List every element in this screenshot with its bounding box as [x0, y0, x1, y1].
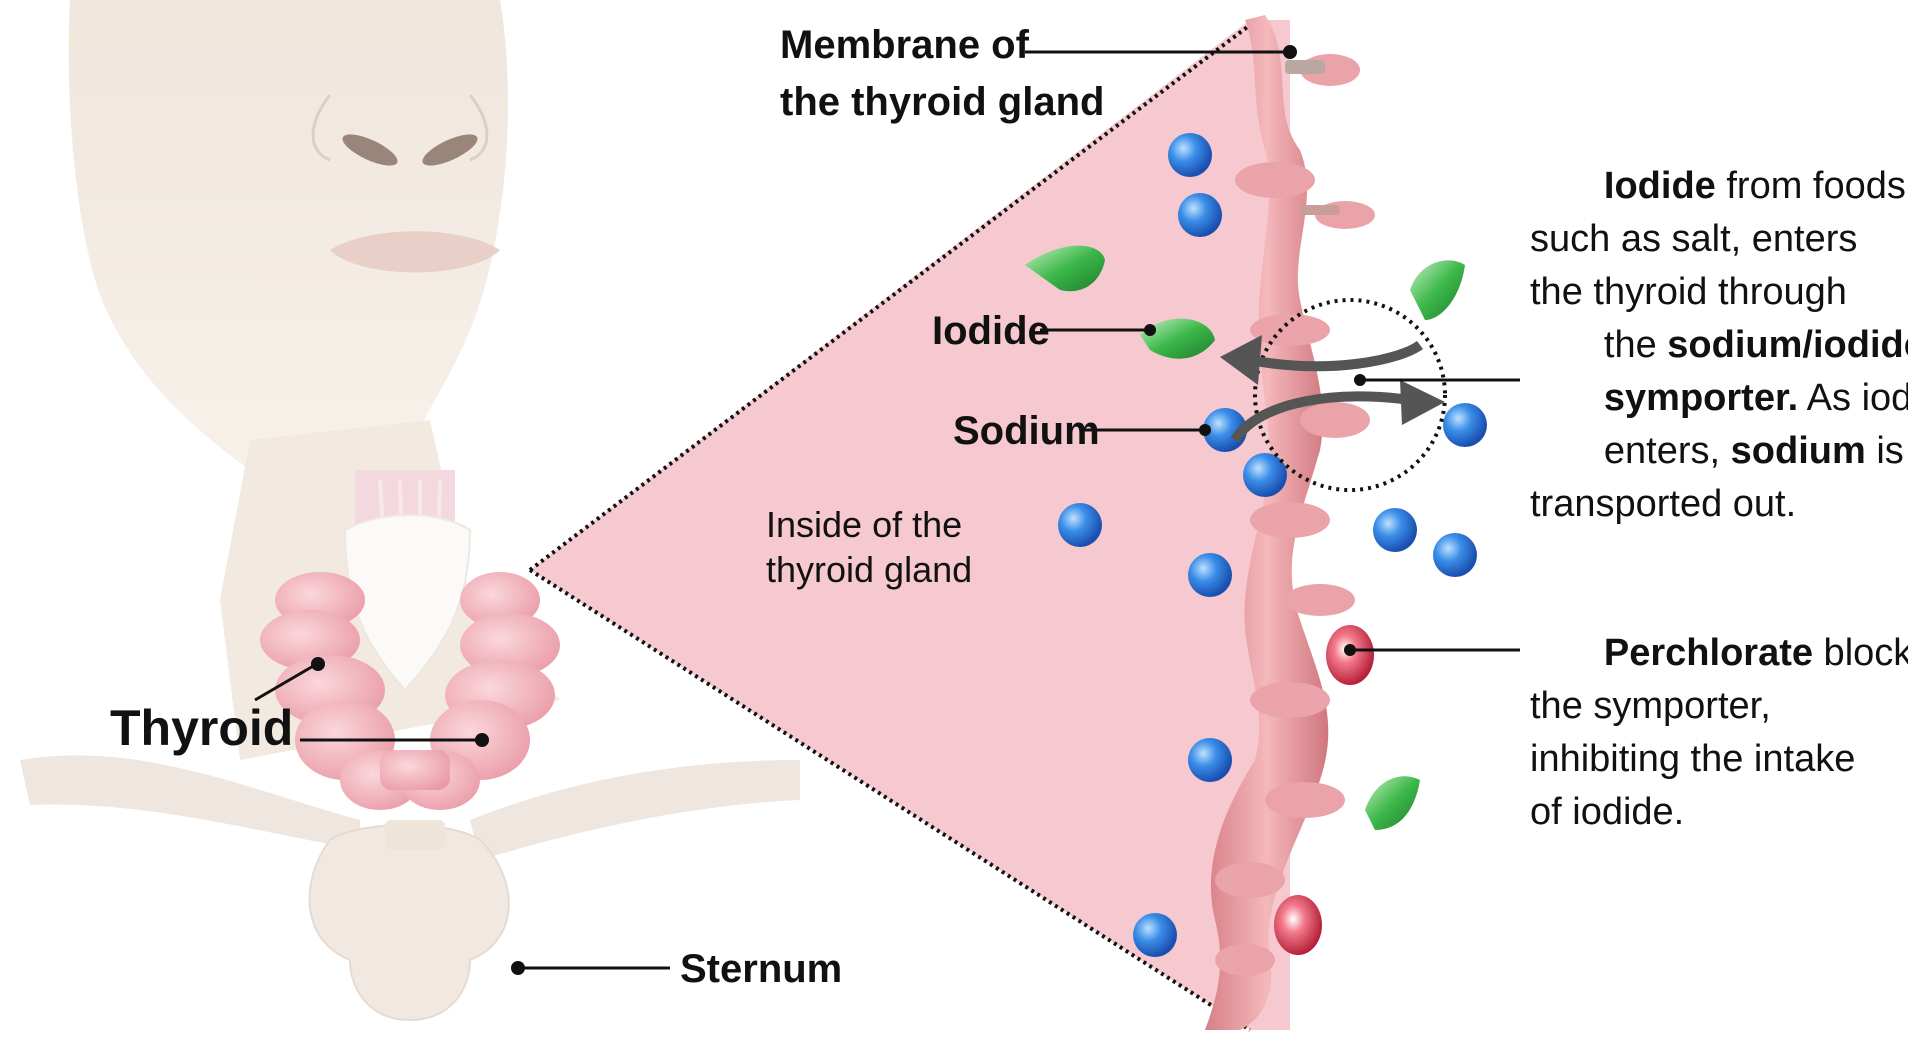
sodium-ion [1188, 738, 1232, 782]
sternum-label: Sternum [680, 947, 842, 991]
svg-text:Iodide from foods,: Iodide from foods, [1530, 165, 1908, 207]
sodium-ion [1443, 403, 1487, 447]
iodide-ion [1365, 776, 1420, 830]
svg-text:Perchlorate blocks: Perchlorate blocks [1530, 632, 1908, 674]
desc-iodide-l6-pre: enters, [1604, 430, 1731, 472]
desc-perchlorate-l3: inhibiting the intake [1530, 738, 1855, 780]
desc-perchlorate-l2: the symporter, [1530, 685, 1771, 727]
sodium-exit-arrowhead [1400, 380, 1445, 425]
iodide-ion [1410, 260, 1465, 320]
iodide-description: Iodide from foods, such as salt, enters … [1530, 165, 1908, 525]
desc-iodide-symporter-name: sodium/iodide [1667, 324, 1908, 366]
desc-iodide-l3: the thyroid through [1530, 271, 1847, 313]
sodium-ion [1433, 533, 1477, 577]
svg-text:symporter. As iodide: symporter. As iodide [1530, 377, 1908, 419]
desc-iodide-l5: As iodide [1798, 377, 1908, 419]
inside-gland-label-line1: Inside of the [766, 504, 962, 545]
trachea-ring [385, 820, 445, 850]
desc-iodide-l7: transported out. [1530, 483, 1796, 525]
desc-iodide-l6-rest: is [1866, 430, 1904, 472]
iodide-label: Iodide [932, 309, 1050, 353]
sodium-ion [1168, 133, 1212, 177]
sodium-ion [1058, 503, 1102, 547]
thyroid-label: Thyroid [110, 700, 293, 756]
sodium-ion [1188, 553, 1232, 597]
desc-perchlorate-l1: blocks [1813, 632, 1908, 674]
svg-text:enters, sodium is: enters, sodium is [1530, 430, 1908, 472]
desc-iodide-l2: such as salt, enters [1530, 218, 1857, 260]
desc-iodide-word: Iodide [1604, 165, 1716, 207]
perchlorate-description: Perchlorate blocks the symporter, inhibi… [1530, 632, 1908, 833]
membrane-label-line1: Membrane of [780, 23, 1030, 67]
clavicle-left [20, 755, 360, 850]
sodium-ion [1373, 508, 1417, 552]
sodium-label: Sodium [953, 409, 1100, 453]
desc-iodide-symporter-word: symporter. [1604, 377, 1798, 419]
svg-text:the sodium/iodide: the sodium/iodide [1530, 324, 1908, 366]
clavicle-right [470, 760, 800, 860]
desc-iodide-sodium-word: sodium [1731, 430, 1866, 472]
sodium-ion [1133, 913, 1177, 957]
sternum-shape [310, 825, 509, 1020]
desc-iodide-l1: from foods, [1716, 165, 1908, 207]
inside-gland-label-line2: thyroid gland [766, 549, 972, 590]
desc-perchlorate-l4: of iodide. [1530, 791, 1684, 833]
desc-perchlorate-word: Perchlorate [1604, 632, 1813, 674]
membrane-label-line2: the thyroid gland [780, 80, 1104, 124]
desc-iodide-l4-pre: the [1604, 324, 1667, 366]
perchlorate-molecule [1274, 895, 1322, 955]
sodium-ion [1178, 193, 1222, 237]
